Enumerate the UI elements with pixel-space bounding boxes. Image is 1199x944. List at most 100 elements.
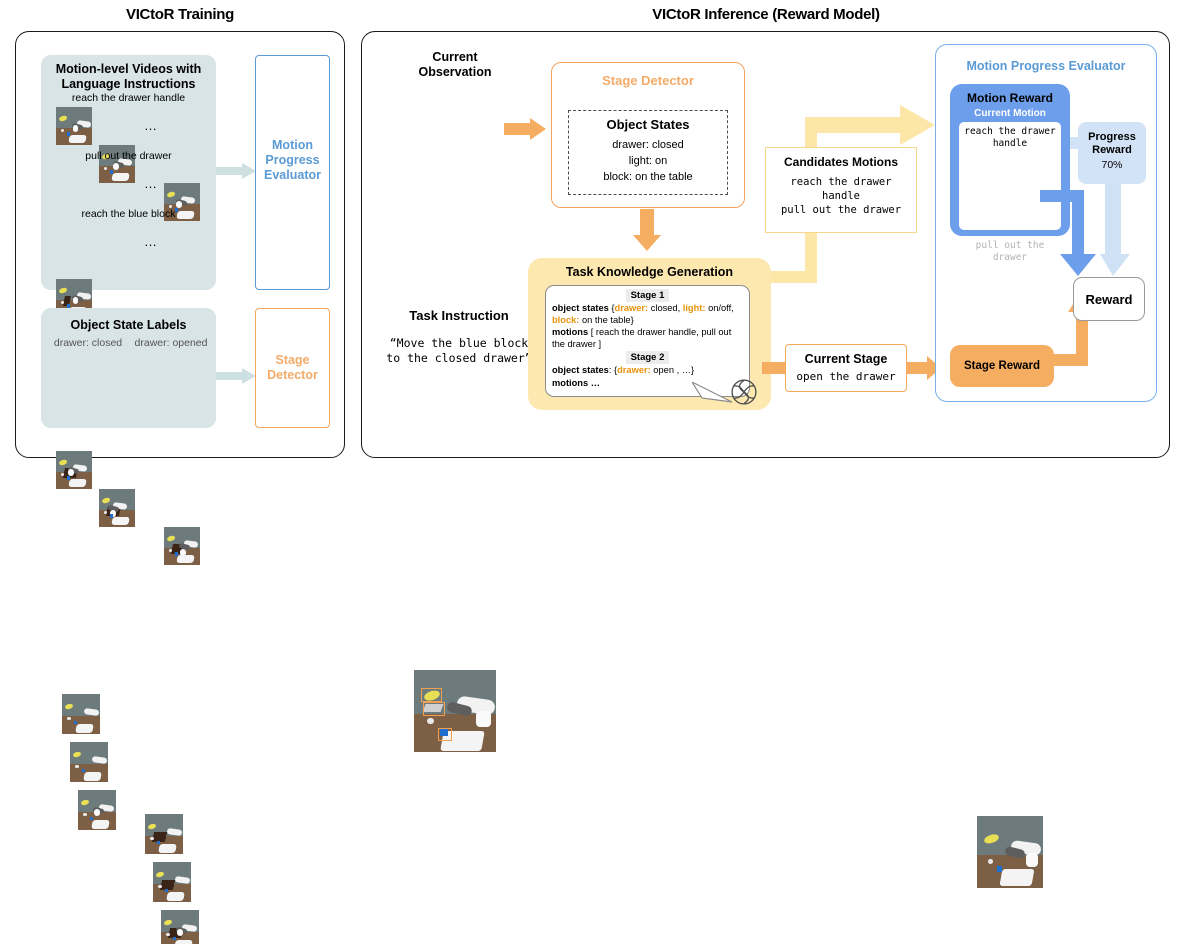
- task-knowledge-bubble: [545, 285, 750, 397]
- next-motion-text: pull out the drawer: [959, 240, 1061, 264]
- openai-logo-icon: [730, 378, 758, 406]
- motion-videos-heading: Motion-level Videos with Language Instru…: [44, 62, 213, 92]
- current-motion-text: reach the drawer handle: [959, 126, 1061, 150]
- object-states-list: drawer: closed light: on block: on the t…: [568, 137, 728, 185]
- stage2-obj-key: object states: [552, 365, 609, 375]
- stage1-label: Stage 1: [545, 289, 750, 302]
- object-state-item-3: block: on the table: [603, 171, 693, 183]
- mpe-title: Motion Progress Evaluator: [966, 59, 1126, 73]
- arrow-motion-reward-to-reward: [1040, 190, 1104, 278]
- candidate-motion-1-line2: handle: [822, 190, 860, 202]
- task-knowledge-bubble-tail: [690, 380, 736, 406]
- reward-label: Reward: [1085, 291, 1133, 307]
- stage2-kw-drawer: drawer:: [617, 365, 651, 375]
- object-state-labels-block: [41, 308, 216, 428]
- progress-reward-title-line1: Progress: [1088, 131, 1136, 143]
- stage1-obj-d: on the table}: [579, 314, 634, 325]
- training-mpe-label-line3: Evaluator: [264, 167, 321, 182]
- current-motion-thumbnail: [977, 816, 1043, 888]
- stage2-label-text: Stage 2: [625, 351, 670, 364]
- next-motion-text-line2: drawer: [992, 252, 1028, 263]
- motion-row-1-ellipsis: …: [144, 118, 158, 133]
- stage2-obj-b: open , …}: [650, 365, 695, 375]
- obs-bbox-banana: [421, 688, 442, 702]
- candidates-motions-box: [765, 147, 917, 233]
- object-state-label-caption-1: drawer: closed: [53, 337, 123, 349]
- right-panel-title: VICtoR Inference (Reward Model): [652, 6, 880, 23]
- left-panel-title: VICtoR Training: [125, 6, 234, 23]
- motion-row-1-frame-3: [164, 183, 200, 221]
- reward-box: [1073, 277, 1145, 321]
- object-state-label-caption-2: drawer: opened: [134, 337, 208, 349]
- object-state-item-1: drawer: closed: [612, 139, 684, 151]
- stage1-kw-block: block:: [552, 314, 580, 325]
- training-mpe-label-line1: Motion: [272, 137, 313, 152]
- task-instruction-line1: “Move the blue block: [389, 336, 529, 350]
- obs-bbox-block: [437, 728, 452, 742]
- current-stage-title: Current Stage: [804, 352, 888, 366]
- object-state-stack-2-mid: [153, 862, 191, 902]
- training-stage-detector-label: Stage Detector: [255, 348, 330, 388]
- stage1-label-text: Stage 1: [625, 289, 670, 302]
- motion-reward-title: Motion Reward: [967, 91, 1053, 105]
- arrow-task-knowledge-to-current-stage: [762, 358, 788, 378]
- arrow-current-stage-to-mpe: [907, 356, 941, 380]
- progress-reward-value: 70%: [1101, 159, 1123, 171]
- current-motion-label: Current Motion: [974, 108, 1046, 119]
- progress-reward-title-line2: Reward: [1092, 144, 1132, 156]
- candidates-motions-list: reach the drawer handle pull out the dra…: [767, 175, 915, 217]
- candidate-motion-1-line1: reach the drawer: [790, 176, 892, 188]
- stage1-motions: motions [ reach the drawer handle, pull …: [552, 327, 744, 350]
- motion-row-1-frame-1: [56, 107, 92, 145]
- stage1-obj-c: on/off,: [705, 303, 734, 313]
- stage2-obj-a: : {: [608, 365, 618, 375]
- training-stage-detector-box: [255, 308, 330, 428]
- task-instruction-heading: Task Instruction: [409, 308, 509, 323]
- object-states-panel: [568, 110, 728, 195]
- object-state-stack-2-back: [145, 814, 183, 854]
- current-motion-text-line1: reach the drawer: [964, 126, 1056, 137]
- stage1-obj-b: closed,: [648, 303, 683, 313]
- object-state-stack-1-back: [62, 694, 100, 734]
- current-observation-heading: Current Observation: [395, 50, 515, 80]
- task-instruction-text: “Move the blue block to the closed drawe…: [373, 336, 545, 366]
- training-stage-detector-label-line2: Detector: [267, 368, 318, 382]
- current-motion-text-line2: handle: [992, 138, 1028, 149]
- current-motion-card: [959, 122, 1061, 230]
- training-mpe-box: [255, 55, 330, 290]
- current-observation-heading-line2: Observation: [418, 65, 492, 79]
- motion-row-2-caption: pull out the drawer: [85, 150, 172, 162]
- arrow-observation-to-stage-detector: [504, 118, 546, 140]
- object-state-stack-1-mid: [70, 742, 108, 782]
- arrow-stage-detector-to-task-knowledge: [633, 209, 661, 251]
- stage-detector-title: Stage Detector: [602, 73, 694, 88]
- object-state-stack-2-front: [161, 910, 199, 944]
- stage-detector-box: [551, 62, 745, 208]
- motion-row-1-caption: reach the drawer handle: [71, 92, 186, 104]
- training-mpe-label: Motion Progress Evaluator: [255, 130, 330, 190]
- stage2-label: Stage 2: [545, 351, 750, 364]
- stage1-motions-key: motions: [552, 327, 589, 337]
- arrow-videos-to-mpe: [216, 163, 256, 179]
- progress-reward-title: Progress Reward: [1078, 131, 1146, 157]
- stage2-object-states: object states: {drawer: open , …}: [552, 365, 744, 377]
- stage1-object-states: object states {drawer: closed, light: on…: [552, 303, 744, 326]
- current-observation-image: [414, 670, 496, 752]
- object-state-labels-heading: Object State Labels: [70, 318, 187, 332]
- motion-row-3-frame-3: [164, 527, 200, 565]
- arrow-labels-to-stage-detector: [216, 368, 256, 384]
- motion-row-3-frame-1: [56, 451, 92, 489]
- stage-reward-label: Stage Reward: [963, 360, 1041, 372]
- stage2-motions: motions …: [552, 378, 601, 388]
- next-motion-text-line1: pull out the: [975, 240, 1045, 251]
- current-observation-heading-line1: Current: [432, 50, 478, 64]
- task-instruction-line2: to the closed drawer”: [386, 351, 532, 365]
- stage1-obj-a: {: [608, 303, 615, 313]
- obs-bbox-light: [423, 701, 446, 716]
- candidates-motions-title: Candidates Motions: [783, 155, 898, 169]
- training-stage-detector-label-line1: Stage: [275, 353, 310, 367]
- motion-row-3-ellipsis: …: [144, 234, 158, 249]
- stage1-kw-light: light:: [682, 303, 706, 313]
- stage1-motions-val: [ reach the drawer handle, pull out the …: [552, 327, 732, 349]
- object-states-title: Object States: [606, 117, 690, 132]
